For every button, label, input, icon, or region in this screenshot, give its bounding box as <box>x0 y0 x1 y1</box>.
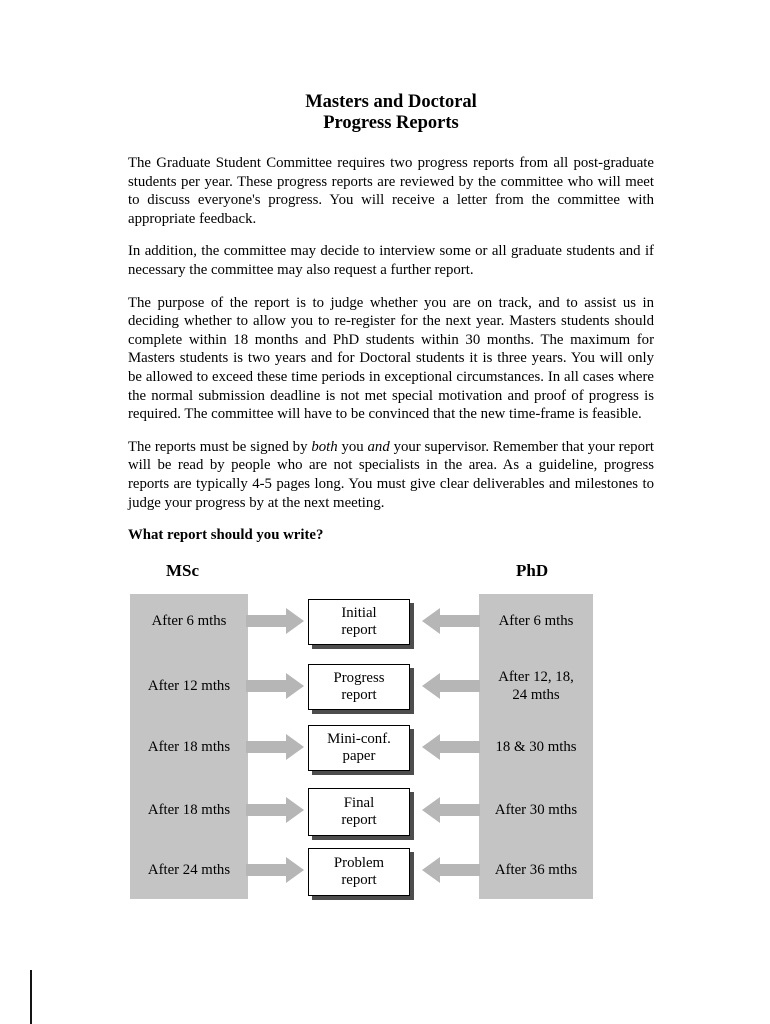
arrow-left-icon <box>422 733 480 760</box>
phd-milestone-label: After 30 mths <box>494 801 578 818</box>
arrow-left-icon <box>422 856 480 883</box>
paragraph-purpose: The purpose of the report is to judge wh… <box>128 294 654 423</box>
arrow-right-icon <box>246 733 304 760</box>
title-line-2: Progress Reports <box>323 113 459 133</box>
phd-milestone-label: After 36 mths <box>494 861 578 878</box>
msc-milestone-label: After 18 mths <box>147 801 231 818</box>
msc-timeline-panel <box>130 593 248 899</box>
title-line-1: Masters and Doctoral <box>305 92 477 112</box>
arrow-right-icon <box>246 856 304 883</box>
signing-text-1: The reports must be signed by <box>128 438 312 455</box>
msc-milestone-label: After 24 mths <box>147 861 231 878</box>
phd-milestone-label: 18 & 30 mths <box>495 738 577 755</box>
report-box-miniconf: Mini-conf. paper <box>308 724 410 771</box>
paragraph-signing: The reports must be signed by both you a… <box>128 438 654 512</box>
arrow-left-icon <box>422 607 480 634</box>
scan-artifact-line <box>30 970 32 1024</box>
signing-emphasis-and: and <box>367 438 390 455</box>
signing-emphasis-both: both <box>311 438 338 455</box>
phd-milestone-label: After 12, 18, 24 mths <box>498 668 574 703</box>
question-heading: What report should you write? <box>128 527 324 544</box>
msc-column-header: MSc <box>166 560 200 580</box>
report-flow-diagram: MSc PhD After 6 mths Initial report Afte… <box>128 561 654 913</box>
report-box-final: Final report <box>308 787 410 836</box>
report-box-initial: Initial report <box>308 598 410 645</box>
arrow-left-icon <box>422 796 480 823</box>
arrow-left-icon <box>422 672 480 699</box>
msc-milestone-label: After 12 mths <box>147 677 231 694</box>
report-box-problem: Problem report <box>308 847 410 896</box>
phd-timeline-panel <box>479 593 593 899</box>
signing-text-3: your supervisor. Remember that your repo… <box>128 438 655 511</box>
phd-milestone-label: After 6 mths <box>498 612 574 629</box>
arrow-right-icon <box>246 672 304 699</box>
msc-milestone-label: After 18 mths <box>147 738 231 755</box>
signing-text-2: you <box>337 438 368 455</box>
arrow-right-icon <box>246 607 304 634</box>
arrow-right-icon <box>246 796 304 823</box>
report-box-progress: Progress report <box>308 663 410 710</box>
phd-column-header: PhD <box>516 560 549 580</box>
msc-milestone-label: After 6 mths <box>151 612 227 629</box>
paragraph-committee-requirements: The Graduate Student Committee requires … <box>128 155 654 227</box>
paragraph-interviews: In addition, the committee may decide to… <box>128 243 654 278</box>
